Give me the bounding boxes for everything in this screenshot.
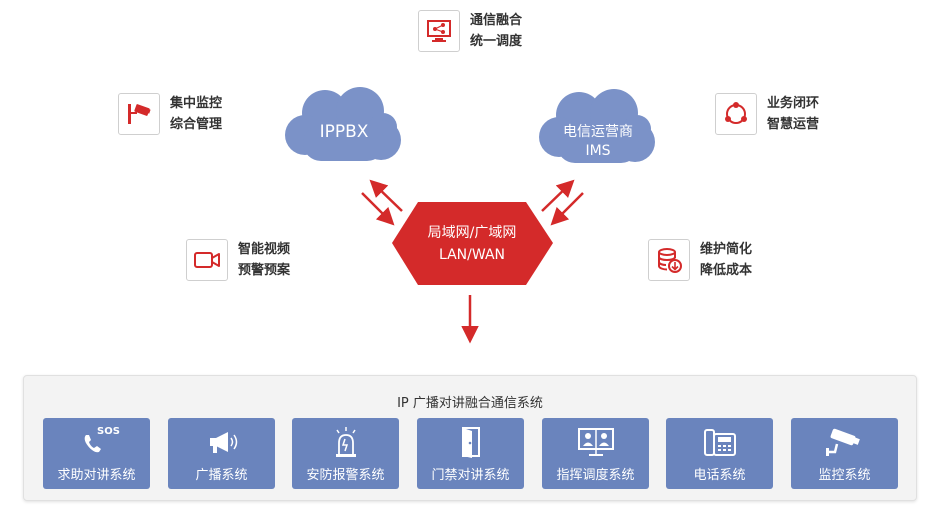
subsystem-label: 指挥调度系统 xyxy=(556,468,635,483)
monitor-share-icon xyxy=(418,10,460,52)
feature-line2: 智慧运营 xyxy=(767,117,820,132)
ims-cloud: 电信运营商 IMS xyxy=(537,87,659,167)
cctv-camera-icon xyxy=(118,93,160,135)
hub-label-line1: 局域网/广域网 xyxy=(427,225,517,241)
surveillance-camera-icon xyxy=(791,424,898,460)
subsystem-dispatch[interactable]: 指挥调度系统 xyxy=(542,418,649,489)
feature-line1: 业务闭环 xyxy=(767,96,820,111)
feature-line2: 预警预案 xyxy=(238,263,291,278)
feature-line1: 通信融合 xyxy=(470,13,523,28)
ippbx-label: IPPBX xyxy=(319,122,369,142)
subsystem-sos-intercom[interactable]: SOS 求助对讲系统 xyxy=(43,418,150,489)
hub-label-line2: LAN/WAN xyxy=(438,247,505,263)
feature-line2: 降低成本 xyxy=(700,263,753,278)
ims-link-arrows xyxy=(541,179,584,226)
cycle-icon xyxy=(715,93,757,135)
subsystem-door-intercom[interactable]: 门禁对讲系统 xyxy=(417,418,524,489)
feature-communication-fusion: 通信融合 统一调度 xyxy=(418,10,522,52)
hub-label: 局域网/广域网 LAN/WAN xyxy=(392,222,552,266)
subsystem-security-alarm[interactable]: 安防报警系统 xyxy=(292,418,399,489)
loudspeaker-icon xyxy=(168,424,275,460)
feature-line2: 综合管理 xyxy=(170,117,223,132)
subsystem-label: 广播系统 xyxy=(195,468,248,483)
video-camera-icon xyxy=(186,239,228,281)
panel-title: IP 广播对讲融合通信系统 xyxy=(397,396,543,411)
subsystem-label: 监控系统 xyxy=(818,468,871,483)
subsystem-surveillance[interactable]: 监控系统 xyxy=(791,418,898,489)
subsystem-broadcast[interactable]: 广播系统 xyxy=(168,418,275,489)
feature-business-loop: 业务闭环 智慧运营 xyxy=(715,93,819,135)
feature-smart-video: 智能视频 预警预案 xyxy=(186,239,290,281)
subsystem-label: 电话系统 xyxy=(693,468,746,483)
database-download-icon xyxy=(648,239,690,281)
dispatch-screen-icon xyxy=(542,424,649,460)
subsystem-label: 求助对讲系统 xyxy=(57,468,136,483)
feature-line1: 集中监控 xyxy=(170,96,223,111)
feature-line1: 智能视频 xyxy=(238,242,291,257)
ippbx-link-arrows xyxy=(361,179,403,226)
sos-badge: SOS xyxy=(97,426,120,437)
subsystem-label: 安防报警系统 xyxy=(306,468,385,483)
door-icon xyxy=(417,424,524,460)
feature-simplified-maintenance: 维护简化 降低成本 xyxy=(648,239,752,281)
subsystem-telephone[interactable]: 电话系统 xyxy=(666,418,773,489)
sos-phone-icon: SOS xyxy=(43,424,150,460)
feature-line1: 维护简化 xyxy=(700,242,753,257)
ims-label-line1: 电信运营商 xyxy=(563,124,633,140)
feature-line2: 统一调度 xyxy=(470,34,523,49)
telephone-icon xyxy=(666,424,773,460)
ims-label-line2: IMS xyxy=(585,143,611,159)
subsystem-label: 门禁对讲系统 xyxy=(431,468,510,483)
subsystem-panel: IP 广播对讲融合通信系统 SOS 求助对讲系统 广播系统 xyxy=(23,375,917,501)
lan-wan-hub xyxy=(392,202,553,285)
alarm-icon xyxy=(292,424,399,460)
ippbx-cloud: IPPBX xyxy=(283,85,405,165)
cloud-shape xyxy=(285,87,401,161)
feature-centralized-monitoring: 集中监控 综合管理 xyxy=(118,93,222,135)
cloud-shape xyxy=(539,89,655,163)
